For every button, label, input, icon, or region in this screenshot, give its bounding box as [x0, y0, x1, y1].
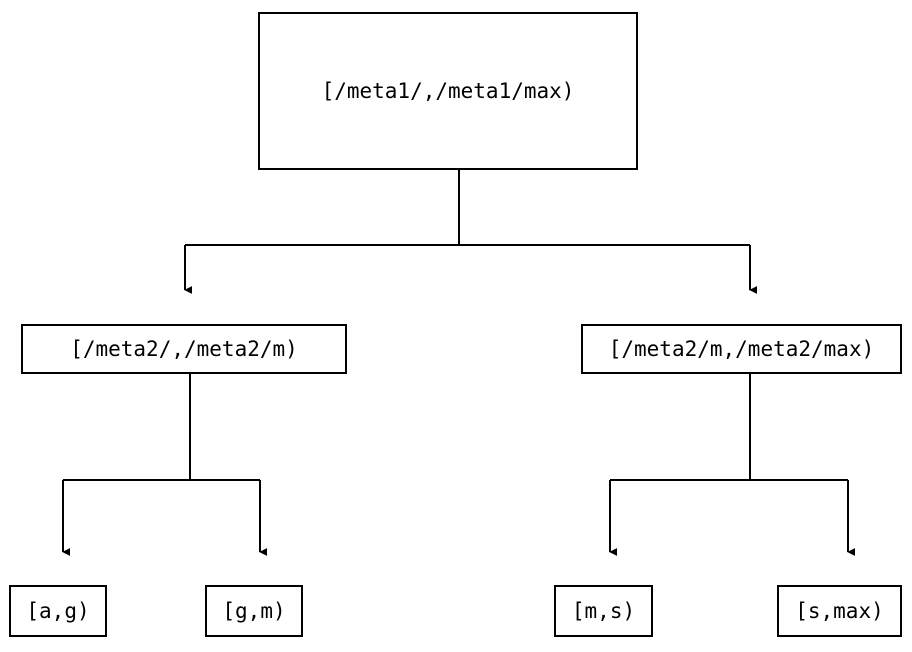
tree-leaf-s-max[interactable]: [s,max): [777, 585, 902, 637]
tree-node-root-label: [/meta1/,/meta1/max): [321, 78, 575, 103]
edge-root-to-level2: [184, 170, 758, 294]
tree-leaf-m-s-label: [m,s): [571, 598, 636, 623]
tree-leaf-g-m[interactable]: [g,m): [205, 585, 303, 637]
edge-l2left-to-leaves: [62, 374, 268, 556]
tree-node-root[interactable]: [/meta1/,/meta1/max): [258, 12, 638, 170]
tree-node-meta2-upper-label: [/meta2/m,/meta2/max): [608, 336, 875, 361]
edge-l2right-to-leaves: [609, 374, 856, 556]
tree-leaf-a-g-label: [a,g): [26, 598, 90, 623]
tree-leaf-s-max-label: [s,max): [795, 598, 884, 623]
tree-node-meta2-lower[interactable]: [/meta2/,/meta2/m): [21, 324, 347, 374]
tree-leaf-g-m-label: [g,m): [222, 598, 286, 623]
tree-leaf-m-s[interactable]: [m,s): [554, 585, 653, 637]
tree-node-meta2-lower-label: [/meta2/,/meta2/m): [70, 336, 298, 361]
tree-node-meta2-upper[interactable]: [/meta2/m,/meta2/max): [581, 324, 902, 374]
tree-leaf-a-g[interactable]: [a,g): [9, 585, 107, 637]
